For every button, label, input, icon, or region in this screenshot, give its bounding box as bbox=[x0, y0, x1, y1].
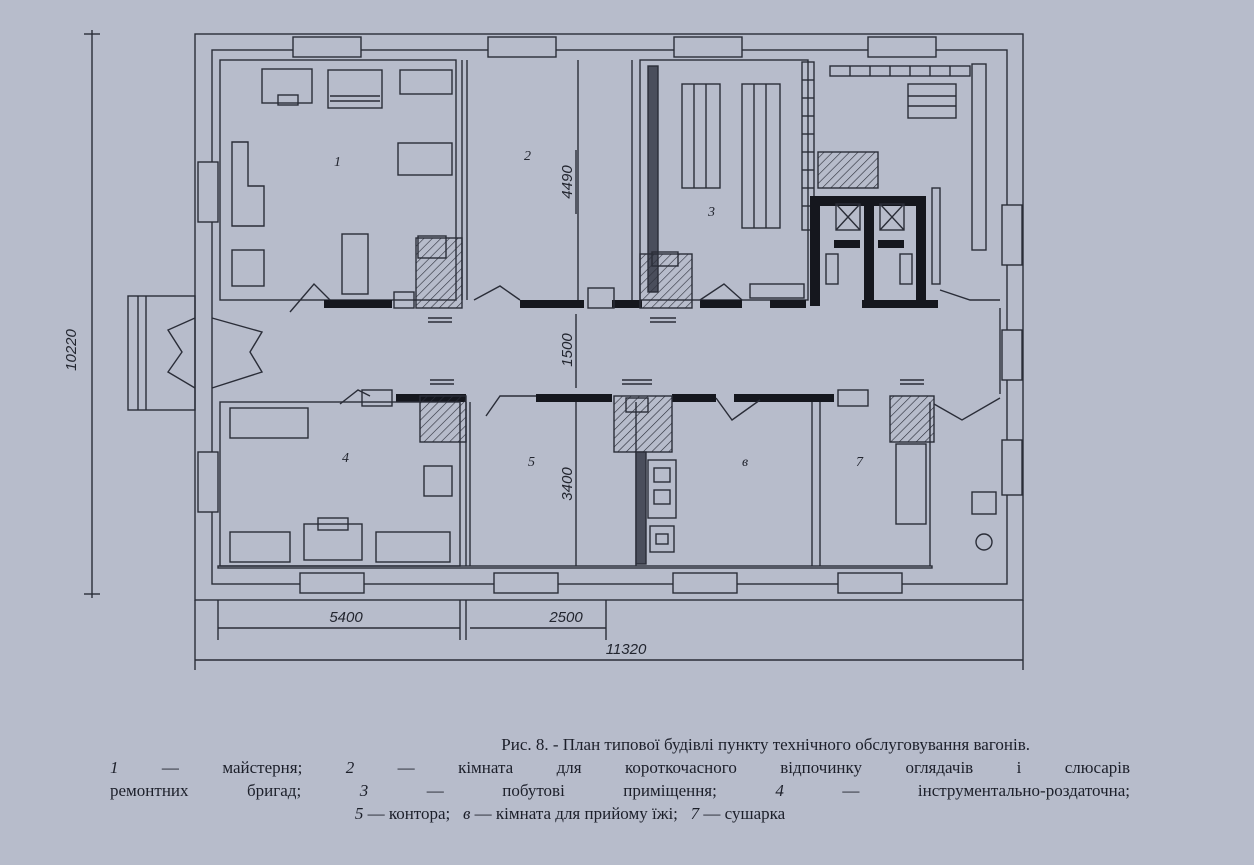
window bbox=[673, 36, 743, 58]
outer-wall bbox=[194, 33, 1024, 601]
room-label-3: 3 bbox=[707, 205, 715, 220]
room-label-2: 2 bbox=[524, 149, 531, 164]
machine bbox=[341, 233, 369, 295]
room-label-6: в bbox=[742, 455, 748, 470]
window bbox=[837, 572, 903, 594]
dimension-corridor-width: 1500 bbox=[559, 333, 576, 367]
inner-wall bbox=[211, 49, 1008, 585]
room-label-7: 7 bbox=[856, 455, 864, 470]
workbench bbox=[261, 68, 313, 104]
caption-title-line: Рис. 8. - План типової будівлі пункту те… bbox=[110, 733, 1130, 756]
window bbox=[197, 451, 219, 513]
shelf bbox=[907, 83, 957, 119]
machine bbox=[231, 141, 265, 227]
stove bbox=[647, 459, 677, 519]
caption-legend-line-1: 1 — майстерня; 2 — кімната для короткоча… bbox=[110, 758, 1131, 777]
dryer-cabinet bbox=[895, 443, 927, 525]
window bbox=[1001, 204, 1023, 266]
window bbox=[299, 572, 365, 594]
door-swing bbox=[889, 395, 935, 443]
dimension-room-5-width: 2500 bbox=[548, 609, 583, 626]
door-swing bbox=[419, 395, 467, 443]
workbench bbox=[397, 142, 453, 176]
dimension-room-5-depth: 3400 bbox=[559, 467, 576, 501]
window bbox=[487, 36, 557, 58]
window bbox=[672, 572, 738, 594]
entrance-porch bbox=[127, 295, 196, 411]
room-label-4: 4 bbox=[342, 451, 349, 466]
figure-caption: Рис. 8. - План типової будівлі пункту те… bbox=[110, 733, 1130, 825]
dimension-room-2-depth: 4490 bbox=[559, 165, 576, 199]
cabinet bbox=[303, 523, 363, 561]
room-label-1: 1 bbox=[334, 155, 341, 170]
cabinet bbox=[229, 531, 291, 563]
bench bbox=[749, 283, 805, 299]
door-swing bbox=[415, 237, 463, 309]
room-label-5: 5 bbox=[528, 455, 535, 470]
door-swing bbox=[639, 253, 693, 309]
window bbox=[1001, 439, 1023, 496]
door-swing bbox=[613, 395, 673, 453]
caption-title: План типової будівлі пункту технічного о… bbox=[562, 735, 1030, 754]
cabinet bbox=[229, 407, 309, 439]
workbench bbox=[399, 69, 453, 95]
dimension-room-1-width: 5400 bbox=[329, 609, 363, 626]
dimension-overall-width: 10220 bbox=[63, 328, 80, 370]
washbasin bbox=[971, 491, 997, 515]
window bbox=[197, 161, 219, 223]
window bbox=[1001, 329, 1023, 381]
lockers bbox=[681, 83, 721, 189]
caption-legend-line-3: 5 — контора; в — кімната для прийому їжі… bbox=[354, 804, 786, 823]
cabinet bbox=[423, 465, 453, 497]
window bbox=[292, 36, 362, 58]
workbench bbox=[327, 69, 383, 109]
lockers bbox=[741, 83, 781, 229]
caption-prefix: Рис. 8. - bbox=[501, 735, 559, 754]
dimension-overall-length: 11320 bbox=[606, 641, 647, 658]
machine bbox=[231, 249, 265, 287]
cabinet bbox=[375, 531, 451, 563]
window bbox=[493, 572, 559, 594]
window bbox=[867, 36, 937, 58]
caption-legend-line-2: ремонтних бригад; 3 — побутові приміщенн… bbox=[110, 781, 1131, 800]
floor-plan-drawing: 10220 5400 2500 11320 4490 1500 3400 1 2… bbox=[63, 30, 1024, 670]
sink bbox=[649, 525, 675, 553]
